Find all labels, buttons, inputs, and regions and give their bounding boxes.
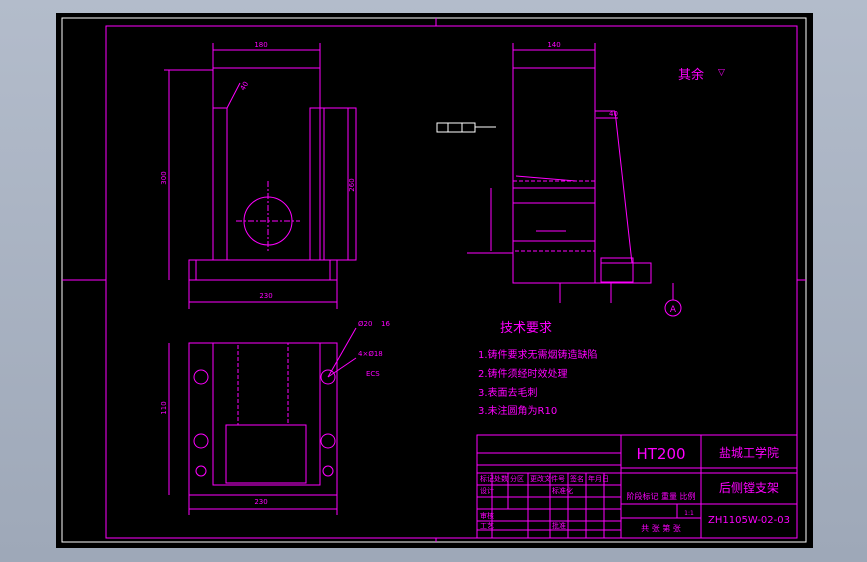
- drawing-svg: 180 300 260 230 40: [61, 17, 807, 543]
- tech-title: 技术要求: [500, 321, 552, 336]
- drawing-number: ZH1105W-02-03: [708, 515, 790, 526]
- plan-view: [168, 327, 357, 515]
- row-label-sign: 签名: [570, 474, 584, 483]
- scale-label: 1:1: [684, 510, 694, 517]
- dim-hole-depth: 16: [381, 320, 390, 328]
- surface-note: 其余: [678, 67, 704, 83]
- std-label: 标准化: [552, 486, 573, 495]
- row-label-date: 年月日: [588, 474, 609, 483]
- dim-top-right: 140: [547, 41, 560, 49]
- sheet-info: 共 张 第 张: [641, 523, 681, 533]
- material-label: HT200: [636, 445, 685, 463]
- process-label: 工艺: [480, 522, 494, 530]
- tolerance-box: [436, 122, 496, 133]
- dim-bolt: 4×Ø18: [358, 350, 383, 358]
- dim-hole: Ø20: [358, 320, 372, 328]
- approve-label: 批准: [552, 521, 566, 530]
- dim-plan-height: 110: [160, 401, 168, 414]
- front-view: [164, 43, 357, 309]
- datum-label: A: [670, 305, 677, 315]
- drawing-frame: [105, 25, 798, 539]
- dim-small: 40: [609, 110, 618, 118]
- dim-depth: 40: [239, 80, 250, 92]
- tech-item-4: 3.未注圆角为R10: [478, 404, 557, 417]
- stage-labels: 阶段标记 重量 比例: [626, 491, 695, 501]
- row-label-doc: 更改文件号: [530, 474, 565, 483]
- review-label: 审核: [480, 511, 494, 520]
- tech-item-3: 3.表面去毛刺: [478, 386, 538, 399]
- row-label-count: 处数: [494, 474, 508, 483]
- dim-plan: 230: [254, 498, 267, 506]
- drawing-canvas[interactable]: 180 300 260 230 40: [56, 13, 813, 548]
- row-label-zone: 分区: [510, 474, 524, 483]
- dim-height: 300: [160, 171, 168, 184]
- design-label: 设计: [480, 486, 494, 495]
- sheet-border: [61, 17, 807, 543]
- side-view: [467, 43, 682, 317]
- dim-side: 260: [348, 178, 356, 191]
- part-name-label: 后侧镗支架: [719, 481, 779, 495]
- row-label-mark: 标记: [480, 474, 494, 483]
- tech-item-1: 1.铸件要求无需烟铸造缺陷: [478, 348, 598, 361]
- surface-symbol: ▽: [718, 68, 725, 78]
- dim-base: 230: [259, 292, 272, 300]
- title-block: [476, 434, 798, 539]
- dim-top-left: 180: [254, 41, 267, 49]
- school-label: 盐城工学院: [719, 445, 779, 460]
- ecs-label: ECS: [366, 370, 380, 378]
- tech-item-2: 2.铸件须经时效处理: [478, 367, 568, 380]
